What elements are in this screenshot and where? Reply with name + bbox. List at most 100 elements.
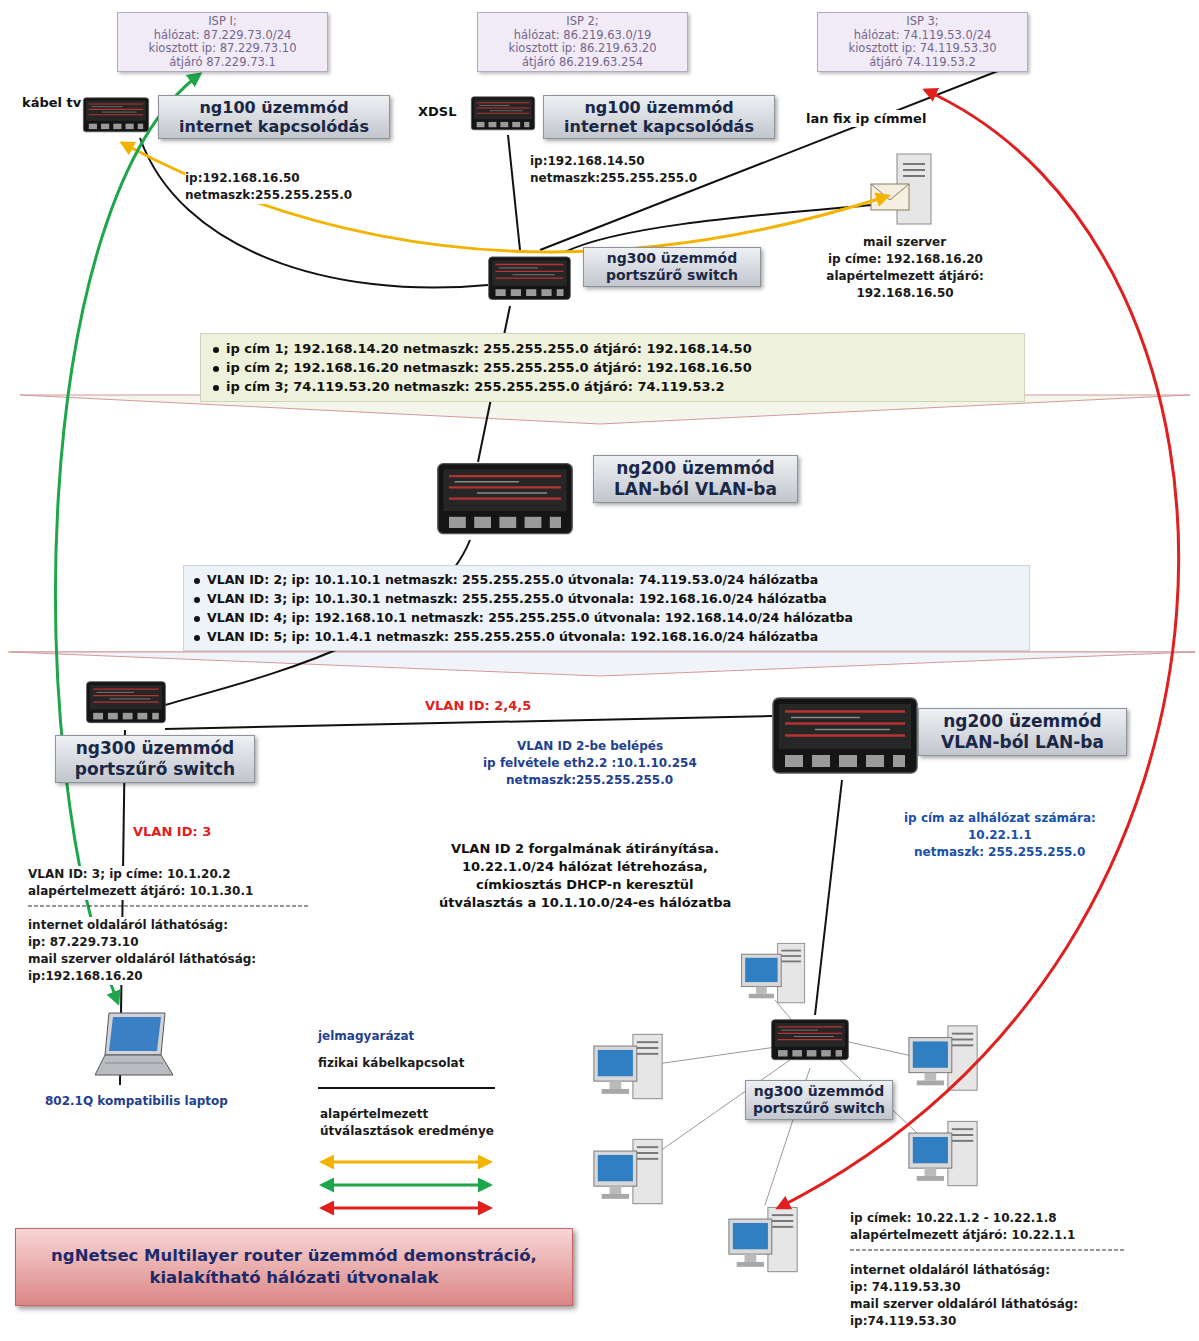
bullet-row: ip cím 1; 192.168.14.20 netmaszk: 255.25…: [213, 339, 1012, 358]
cable: [815, 780, 842, 1015]
ng200-device: [438, 464, 572, 534]
note-label: ip:74.119.53.30: [850, 1313, 956, 1330]
band-text: ip cím 3; 74.119.53.20 netmaszk: 255.255…: [226, 379, 725, 394]
title-text: ngNetsec Multilayer router üzemmód demon…: [26, 1245, 562, 1289]
band-text: VLAN ID: 5; ip: 10.1.4.1 netmaszk: 255.2…: [207, 629, 818, 644]
legend-arrow-sample: [322, 1184, 490, 1187]
isp-box: ISP I;hálózat: 87.229.73.0/24kiosztott i…: [117, 12, 328, 72]
note-label: alapértelmezett átjáró: 10.22.1.1: [850, 1227, 1075, 1244]
computer-icon: [594, 1139, 662, 1203]
box-text: hálózat: 74.119.53.0/24: [822, 29, 1023, 43]
note-label: lan fix ip címmel: [806, 110, 926, 127]
mode-label-box: ng100 üzemmód internet kapcsolódás: [158, 95, 390, 139]
bullet-dot: [194, 635, 200, 641]
title-box: ngNetsec Multilayer router üzemmód demon…: [15, 1228, 573, 1306]
cable: [565, 205, 872, 252]
note-label: alapértelmezett átjáró: 192.168.16.50: [805, 268, 1005, 302]
ng300-device: [87, 682, 166, 723]
box-text: ng300 üzemmód portszűrő switch: [590, 250, 754, 284]
separator-line: [28, 906, 310, 907]
bullet-row: ip cím 2; 192.168.16.20 netmaszk: 255.25…: [213, 358, 1012, 377]
bullet-dot: [194, 578, 200, 584]
box-text: átjáró 87.229.73.1: [122, 56, 323, 70]
mode-label-box: ng300 üzemmód portszűrő switch: [55, 735, 255, 783]
box-text: ng300 üzemmód portszűrő switch: [752, 1083, 886, 1117]
bullet-dot: [194, 616, 200, 622]
info-band: VLAN ID: 2; ip: 10.1.10.1 netmaszk: 255.…: [183, 565, 1030, 651]
note-label: VLAN ID 2 forgalmának átirányítása.: [451, 840, 719, 857]
box-text: átjáró 86.219.63.254: [482, 56, 683, 70]
box-text: ISP 3;: [822, 15, 1023, 29]
band-text: VLAN ID: 4; ip: 192.168.10.1 netmaszk: 2…: [207, 610, 853, 625]
mode-label-box: ng100 üzemmód internet kapcsolódás: [543, 95, 775, 139]
separator-line: [850, 1250, 1125, 1251]
note-label: ip: 87.229.73.10: [28, 934, 139, 951]
mode-label-box: ng200 üzemmód VLAN-ból LAN-ba: [918, 708, 1127, 756]
note-label: internet oldaláról láthatóság:: [28, 917, 228, 934]
mode-label-box: ng200 üzemmód LAN-ból VLAN-ba: [593, 455, 798, 503]
computer-icon: [909, 1121, 977, 1185]
band-text: ip cím 2; 192.168.16.20 netmaszk: 255.25…: [226, 360, 752, 375]
note-label: ip:192.168.16.20: [28, 968, 143, 985]
note-label: XDSL: [418, 103, 456, 120]
legend-text: fizikai kábelkapcsolat: [318, 1055, 464, 1072]
ng100-device: [83, 98, 148, 132]
note-label: ip címek: 10.22.1.2 - 10.22.1.8: [850, 1210, 1057, 1227]
cable: [508, 135, 520, 250]
lan-lines: [640, 1000, 935, 1205]
box-text: hálózat: 86.219.63.0/19: [482, 29, 683, 43]
note-label: kábel tv: [22, 94, 81, 111]
ng200-device: [773, 698, 917, 773]
note-label: netmaszk:255.255.255.0: [185, 187, 352, 204]
mode-label-box: ng300 üzemmód portszűrő switch: [583, 247, 761, 287]
bullet-row: VLAN ID: 2; ip: 10.1.10.1 netmaszk: 255.…: [194, 570, 1019, 589]
note-label: VLAN ID 2-be belépés: [517, 738, 663, 755]
cable: [140, 138, 488, 288]
legend-arrow-sample: [322, 1207, 490, 1210]
legend-text: alapértelmezett útválasztások eredménye: [320, 1106, 510, 1140]
band-text: ip cím 1; 192.168.14.20 netmaszk: 255.25…: [226, 341, 752, 356]
mail-server-icon: [871, 154, 931, 224]
note-label: netmaszk:255.255.255.0: [530, 170, 697, 187]
bullet-row: VLAN ID: 4; ip: 192.168.10.1 netmaszk: 2…: [194, 608, 1019, 627]
note-label: alapértelmezett átjáró: 10.1.30.1: [28, 883, 253, 900]
laptop-icon: [95, 1013, 173, 1075]
note-label: internet oldaláról láthatóság:: [850, 1262, 1050, 1279]
box-text: ng100 üzemmód internet kapcsolódás: [550, 98, 768, 136]
info-band: ip cím 1; 192.168.14.20 netmaszk: 255.25…: [200, 333, 1025, 402]
box-text: átjáró 74.119.53.2: [822, 56, 1023, 70]
note-label: mail szerver oldaláról láthatóság:: [850, 1296, 1078, 1313]
note-label: útválasztás a 10.1.10.0/24-es hálózatba: [439, 894, 731, 911]
computer-icon: [594, 1034, 662, 1098]
note-label: 10.22.1.0/24 hálózat létrehozása,: [462, 858, 708, 875]
note-label: ip felvétele eth2.2 :10.1.10.254: [483, 755, 697, 772]
box-text: ng200 üzemmód VLAN-ból LAN-ba: [925, 711, 1120, 753]
bullet-row: VLAN ID: 3; ip: 10.1.30.1 netmaszk: 255.…: [194, 589, 1019, 608]
note-label: mail szerver: [863, 234, 946, 251]
isp-box: ISP 2;hálózat: 86.219.63.0/19kiosztott i…: [477, 12, 688, 72]
computer-icon: [909, 1026, 977, 1090]
ng100-device: [471, 97, 534, 130]
note-label: VLAN ID: 3: [133, 823, 211, 840]
box-text: ng300 üzemmód portszűrő switch: [62, 738, 248, 780]
note-label: netmaszk:255.255.255.0: [506, 772, 673, 789]
note-label: címkiosztás DHCP-n keresztül: [476, 876, 694, 893]
note-label: jelmagyarázat: [318, 1028, 414, 1045]
route-arrow: [56, 74, 200, 1003]
legend-arrow-sample: [322, 1161, 490, 1164]
bullet-dot: [213, 347, 219, 353]
box-text: kiosztott ip: 74.119.53.30: [822, 42, 1023, 56]
note-label: VLAN ID: 3; ip címe: 10.1.20.2: [28, 866, 231, 883]
note-label: ip cím az alhálózat számára:: [904, 810, 1096, 827]
ng300-device: [772, 1020, 849, 1060]
cable: [165, 716, 772, 729]
box-text: hálózat: 87.229.73.0/24: [122, 29, 323, 43]
bullet-row: ip cím 3; 74.119.53.20 netmaszk: 255.255…: [213, 377, 1012, 396]
bullet-dot: [194, 597, 200, 603]
note-label: ip:192.168.14.50: [530, 153, 645, 170]
band-arrow: [10, 652, 1195, 676]
note-label: ip:192.168.16.50: [185, 170, 300, 187]
band-text: VLAN ID: 3; ip: 10.1.30.1 netmaszk: 255.…: [207, 591, 827, 606]
note-label: netmaszk: 255.255.255.0: [914, 844, 1085, 861]
route-arrow: [122, 143, 888, 252]
